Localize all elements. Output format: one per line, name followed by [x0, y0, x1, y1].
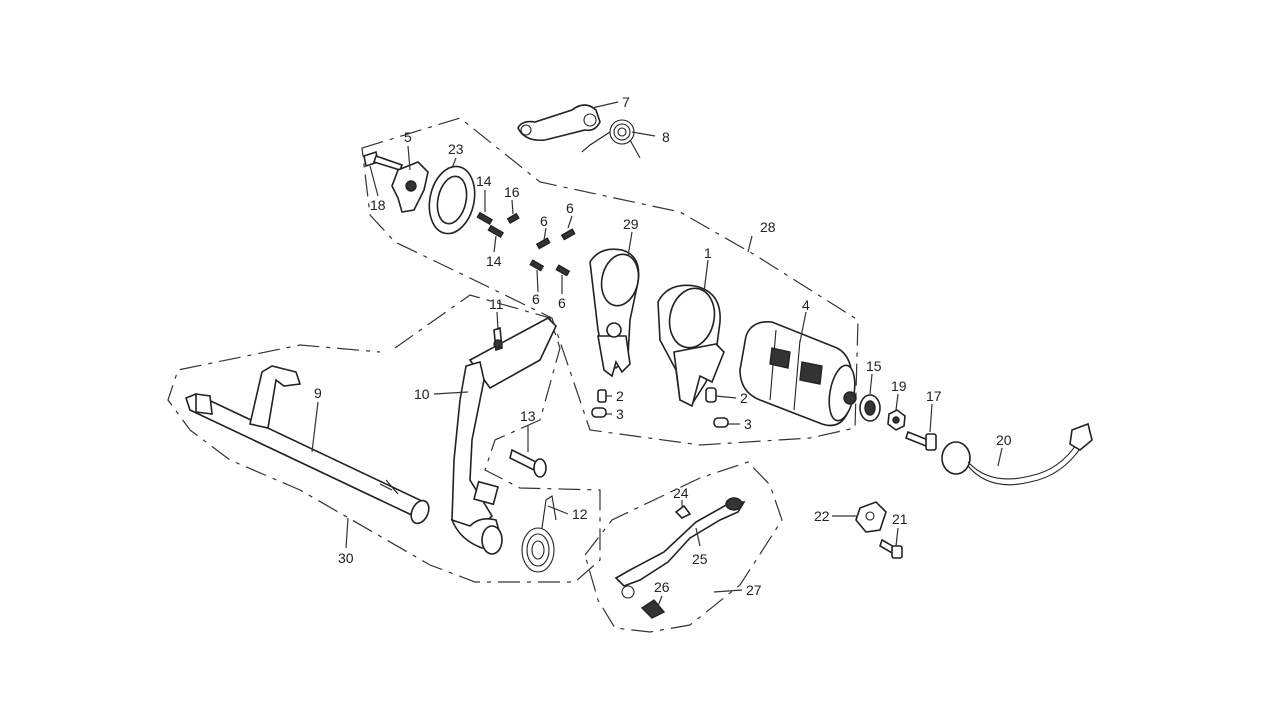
part-22-bracket — [855, 501, 887, 533]
label-part-4: 4 — [802, 297, 810, 313]
part-7-shift-arm — [517, 104, 601, 142]
part-16-pin — [506, 212, 520, 225]
part-6-pin-c — [529, 259, 545, 272]
part-24-bolt — [674, 504, 692, 519]
part-15-bearing — [859, 394, 881, 422]
part-1-shift-fork — [657, 284, 725, 408]
part-2-pin-left — [597, 389, 607, 403]
label-part-8: 8 — [662, 129, 670, 145]
label-part-5: 5 — [404, 129, 412, 145]
label-part-19: 19 — [891, 378, 907, 394]
leader-lines — [311, 101, 1003, 607]
part-6-pin-d — [555, 264, 571, 277]
part-labels: 1 2 3 2 3 4 5 6 6 6 6 7 8 9 10 11 12 13 … — [314, 94, 1012, 598]
label-part-2-right: 2 — [740, 390, 748, 406]
part-4-shift-drum — [739, 320, 857, 427]
label-part-6-a: 6 — [566, 200, 574, 216]
part-10-gearshift-arm — [450, 317, 557, 555]
group-27-outline — [584, 461, 783, 633]
label-part-7: 7 — [622, 94, 630, 110]
part-18-bolt — [363, 150, 404, 171]
label-part-16: 16 — [504, 184, 520, 200]
label-part-2-left: 2 — [616, 388, 624, 404]
label-part-9: 9 — [314, 385, 322, 401]
part-23-washer — [428, 165, 476, 235]
part-20-switch-cable — [941, 422, 1093, 486]
label-part-13: 13 — [520, 408, 536, 424]
label-part-20: 20 — [996, 432, 1012, 448]
part-3-pin-right — [713, 417, 729, 428]
label-part-14-upper: 14 — [476, 173, 492, 189]
part-14-pin-upper — [476, 211, 494, 226]
part-3-pin-left — [591, 407, 607, 418]
part-11-roller — [493, 326, 503, 352]
label-part-22: 22 — [814, 508, 830, 524]
part-13-pin — [509, 448, 547, 478]
label-part-24: 24 — [673, 485, 689, 501]
label-part-6-d: 6 — [558, 295, 566, 311]
label-part-26: 26 — [654, 579, 670, 595]
label-part-6-b: 6 — [540, 213, 548, 229]
part-6-pin-a — [535, 237, 551, 250]
label-part-10: 10 — [414, 386, 430, 402]
part-12-return-spring — [521, 495, 557, 573]
part-21-screw — [879, 538, 903, 559]
label-part-25: 25 — [692, 551, 708, 567]
label-part-21: 21 — [892, 511, 908, 527]
part-26-rubber — [640, 599, 666, 619]
label-part-28: 28 — [760, 219, 776, 235]
label-part-3-left: 3 — [616, 406, 624, 422]
part-25-gearshift-pedal — [614, 497, 746, 599]
label-part-17: 17 — [926, 388, 942, 404]
part-19-nut — [887, 409, 906, 431]
part-17-bolt — [905, 430, 937, 451]
part-6-pin-b — [560, 228, 576, 241]
label-part-14-lower: 14 — [486, 253, 502, 269]
part-14-pin-lower — [487, 224, 505, 239]
label-part-11: 11 — [489, 296, 504, 312]
label-part-18: 18 — [370, 197, 386, 213]
label-part-6-c: 6 — [532, 291, 540, 307]
label-part-12: 12 — [572, 506, 588, 522]
label-part-1: 1 — [704, 245, 712, 261]
label-part-3-right: 3 — [744, 416, 752, 432]
group-28-outline — [361, 117, 859, 446]
label-part-29: 29 — [623, 216, 639, 232]
part-9-gearshift-spindle — [185, 365, 430, 525]
part-29-shift-fork — [589, 248, 640, 378]
part-2-pin-right — [705, 387, 717, 403]
label-part-15: 15 — [866, 358, 882, 374]
group-30-outline — [167, 294, 601, 583]
part-5-stopper-plate — [391, 161, 429, 213]
label-part-30: 30 — [338, 550, 354, 566]
label-part-23: 23 — [448, 141, 464, 157]
label-part-27: 27 — [746, 582, 762, 598]
